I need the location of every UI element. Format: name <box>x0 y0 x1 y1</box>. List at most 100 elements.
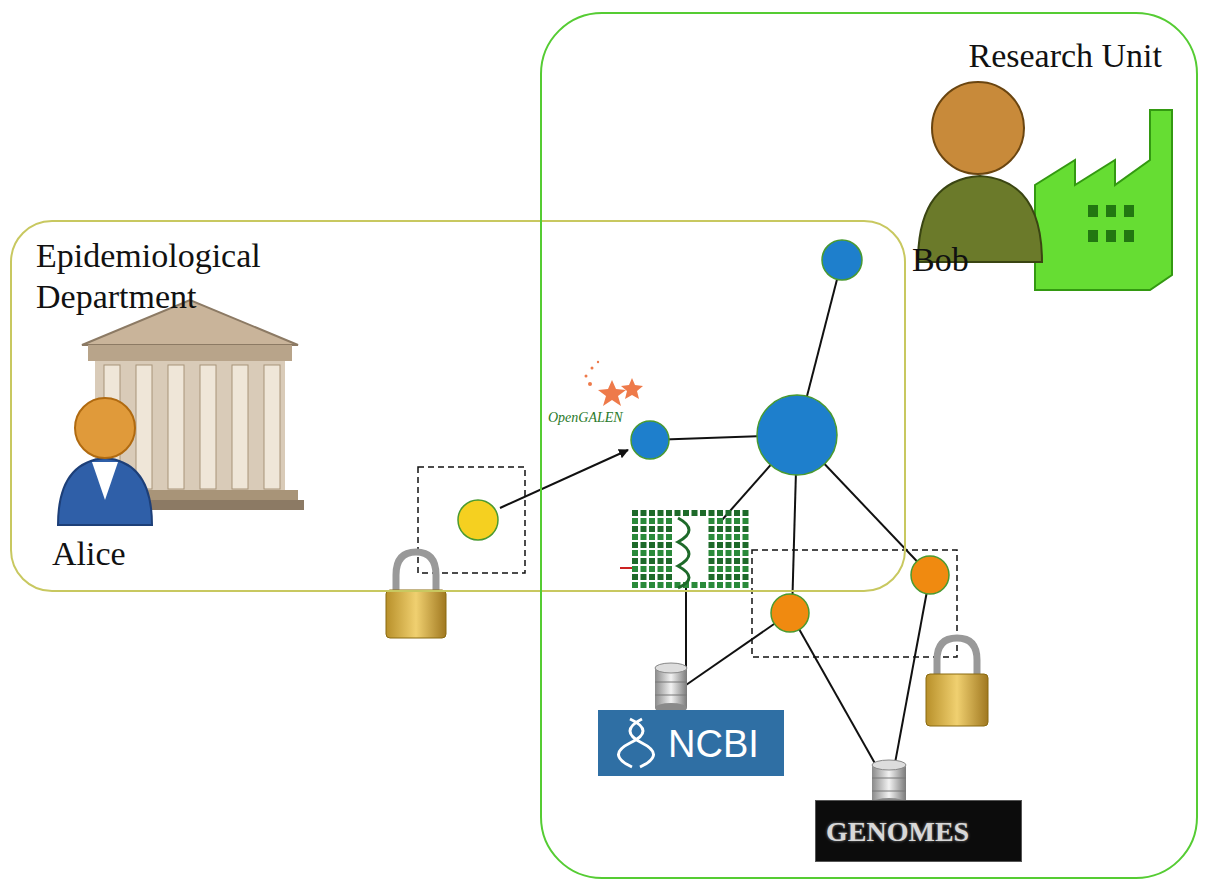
art-rect <box>666 566 672 572</box>
art-rect <box>632 510 638 516</box>
lock-icon <box>386 552 446 638</box>
art-rect <box>734 510 740 516</box>
blue-circle <box>631 421 669 459</box>
art-rect <box>726 526 732 532</box>
art-rect <box>641 534 647 540</box>
art-rect <box>632 542 638 548</box>
art-circle <box>597 361 599 363</box>
art-path <box>58 458 152 525</box>
art-rect <box>743 542 749 548</box>
art-rect <box>726 550 732 556</box>
art-path <box>92 462 118 500</box>
art-rect <box>734 558 740 564</box>
node-label: OpenGALEN <box>548 410 623 427</box>
art-rect <box>632 518 638 524</box>
node-label: Bob <box>912 240 1002 281</box>
building-icon <box>76 300 304 510</box>
art-rect <box>692 582 698 588</box>
node-label: GENOMES <box>826 815 969 849</box>
art-rect <box>641 542 647 548</box>
art-line <box>890 575 930 790</box>
art-rect <box>717 582 723 588</box>
art-rect <box>655 668 687 708</box>
art-rect <box>717 558 723 564</box>
art-rect <box>1106 230 1116 242</box>
art-line <box>500 450 628 508</box>
art-path <box>396 552 436 592</box>
art-rect <box>743 510 749 516</box>
art-rect <box>709 534 715 540</box>
dna-grid <box>632 510 749 588</box>
art-rect <box>743 518 749 524</box>
art-rect <box>666 518 672 524</box>
art-rect <box>709 574 715 580</box>
blue-circle <box>822 240 862 280</box>
lock-icon <box>926 638 988 726</box>
art-line <box>872 791 906 792</box>
art-path <box>621 378 643 399</box>
art-rect <box>726 542 732 548</box>
art-rect <box>666 558 672 564</box>
orange-circle <box>911 556 949 594</box>
art-rect <box>168 365 184 489</box>
art-rect <box>649 566 655 572</box>
art-rect <box>649 518 655 524</box>
art-rect <box>666 550 672 556</box>
art-rect <box>734 574 740 580</box>
art-rect <box>717 526 723 532</box>
art-rect <box>232 365 248 489</box>
art-rect <box>709 526 715 532</box>
art-rect <box>200 365 216 489</box>
art-rect <box>649 526 655 532</box>
art-rect <box>717 566 723 572</box>
art-rect <box>632 574 638 580</box>
factory-icon <box>1035 110 1172 290</box>
person-icon <box>918 82 1042 262</box>
art-circle <box>75 398 135 458</box>
art-rect <box>632 566 638 572</box>
helix-symbol <box>608 713 668 773</box>
art-rect <box>632 558 638 564</box>
art-circle <box>591 367 594 370</box>
art-rect <box>666 534 672 540</box>
labeled-node: GENOMES <box>815 800 1022 862</box>
red-dash <box>620 567 632 569</box>
yellow-circle <box>458 500 498 540</box>
art-rect <box>743 574 749 580</box>
art-rect <box>641 526 647 532</box>
art-rect <box>726 558 732 564</box>
art-path <box>598 380 626 406</box>
art-rect <box>666 574 672 580</box>
region-box: Research UnitBobOpenGALENNCBIGENOMES <box>540 12 1198 879</box>
art-rect <box>743 534 749 540</box>
art-rect <box>717 518 723 524</box>
art-rect <box>658 542 664 548</box>
art-rect <box>666 542 672 548</box>
art-rect <box>717 550 723 556</box>
node-label: Research Unit <box>962 36 1162 77</box>
art-rect <box>743 566 749 572</box>
art-rect <box>692 510 698 516</box>
region-box: Epidemiological DepartmentAlice <box>10 220 906 592</box>
person-icon <box>58 398 152 525</box>
art-rect <box>700 582 706 588</box>
art-rect <box>726 518 732 524</box>
art-rect <box>717 510 723 516</box>
art-rect <box>658 574 664 580</box>
art-rect <box>1088 205 1098 217</box>
art-rect <box>734 566 740 572</box>
art-rect <box>386 590 446 638</box>
art-rect <box>649 582 655 588</box>
art-path <box>937 638 977 676</box>
art-rect <box>136 365 152 489</box>
art-rect <box>709 566 715 572</box>
link-lines <box>500 260 930 790</box>
art-rect <box>726 566 732 572</box>
art-rect <box>734 542 740 548</box>
art-rect <box>726 510 732 516</box>
art-g <box>1088 205 1134 242</box>
art-rect <box>726 534 732 540</box>
art-rect <box>743 558 749 564</box>
art-rect <box>666 526 672 532</box>
art-line <box>655 682 687 683</box>
